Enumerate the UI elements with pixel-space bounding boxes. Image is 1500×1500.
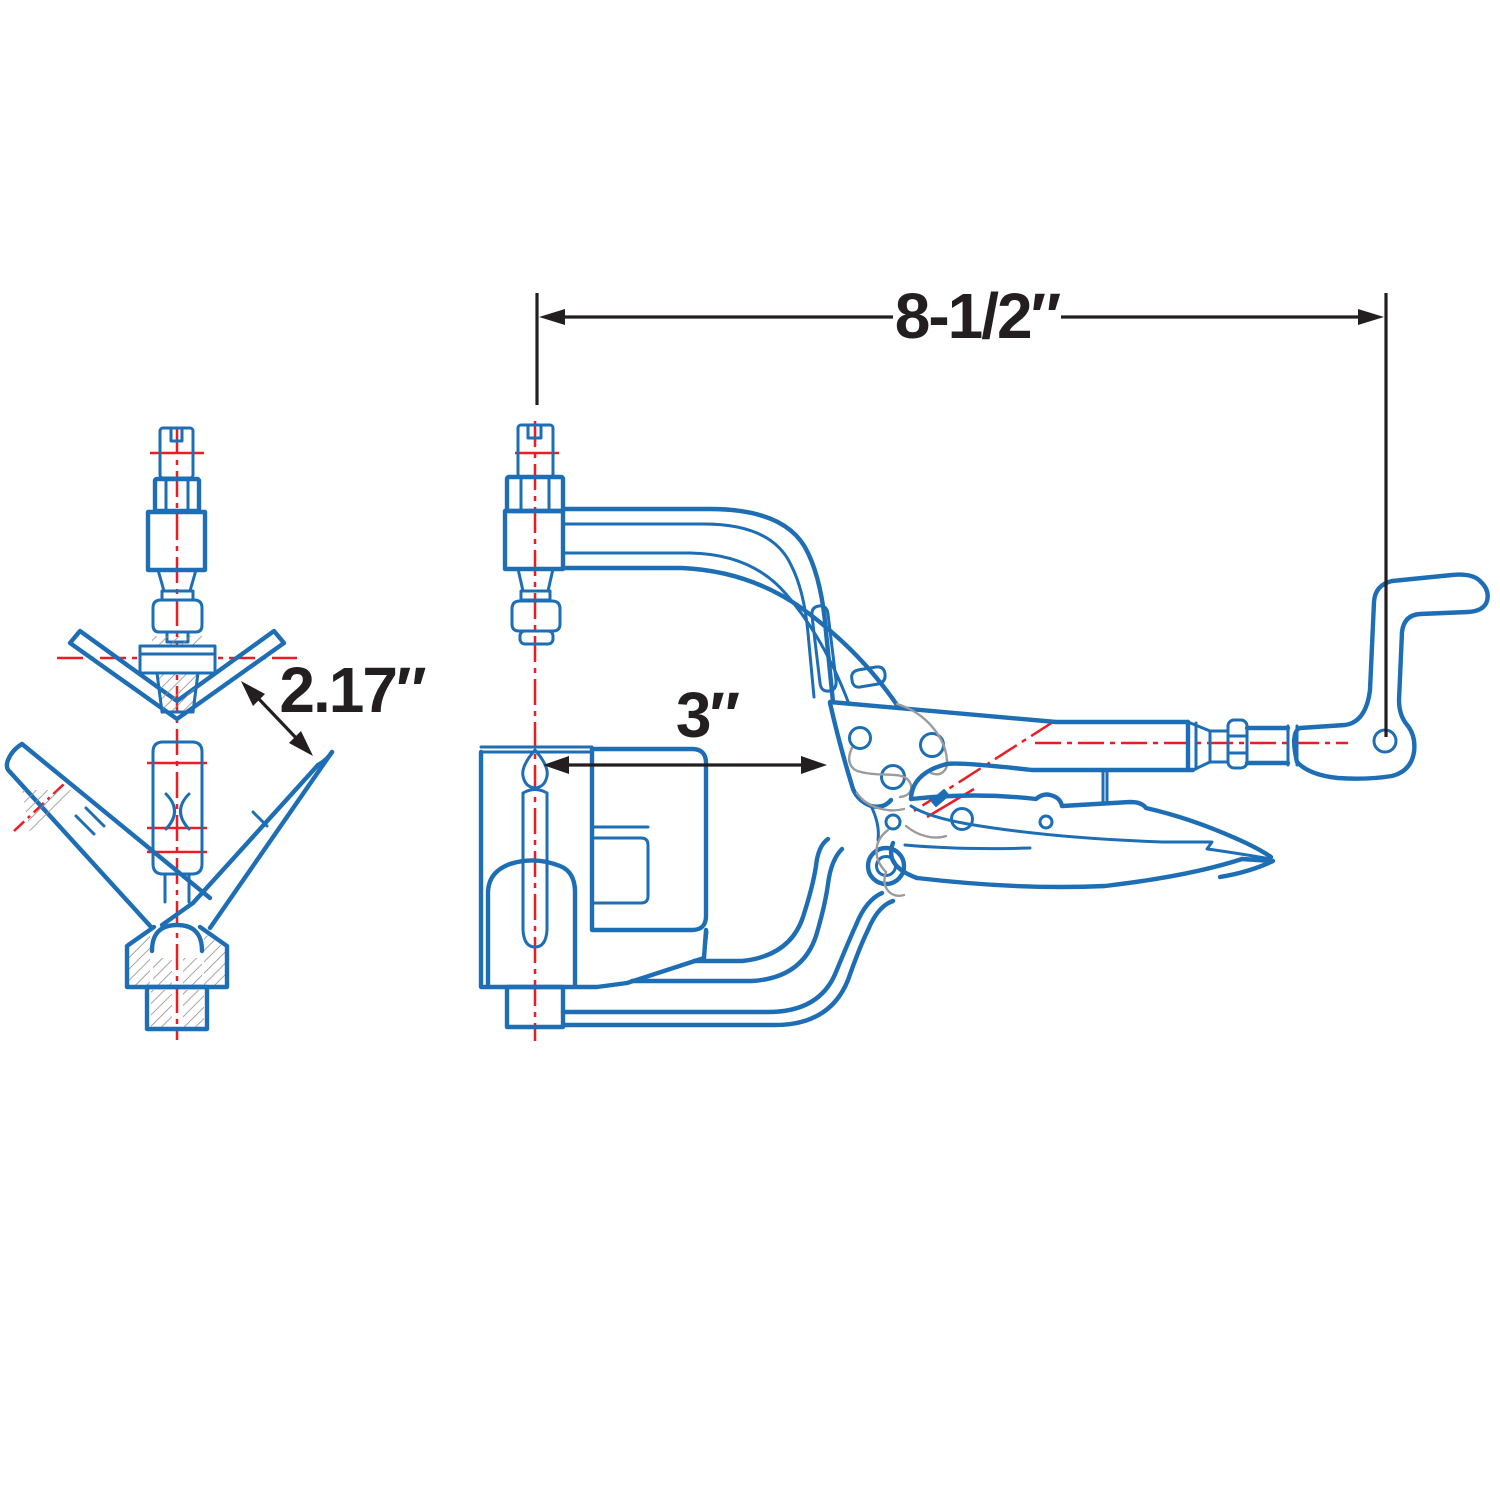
dimension-label-overall-length: 8-1/2″ <box>895 280 1061 352</box>
side-crank <box>1291 572 1490 781</box>
arrowhead-left-icon <box>539 309 565 325</box>
fixed-jaw-edge <box>827 700 894 809</box>
front-v-pad <box>67 628 287 722</box>
left-jaw-tip <box>4 741 25 775</box>
lower-pivot-boss <box>865 845 907 887</box>
dimension-line <box>255 695 301 743</box>
front-view <box>4 426 335 1040</box>
pivot-hole <box>884 813 902 831</box>
side-lower-lever <box>888 792 1276 890</box>
arrowhead-lower-icon <box>289 731 313 756</box>
side-handle <box>908 718 1299 804</box>
pivot-hole <box>848 726 872 750</box>
v-block <box>67 628 287 722</box>
base-dome <box>149 922 205 954</box>
arrowhead-right-icon <box>801 756 827 774</box>
dimension-label-throat-depth: 3″ <box>676 679 740 751</box>
handle-nut <box>1226 718 1249 770</box>
arm-slot <box>810 604 838 693</box>
dimension-throat-depth: 3″ <box>543 679 827 774</box>
lever-link <box>1101 768 1109 804</box>
side-bottom-arm <box>560 836 896 1028</box>
front-jaws <box>4 741 335 931</box>
pivot-hole <box>1038 814 1054 830</box>
dimension-overall-length: 8-1/2″ <box>535 280 1388 737</box>
side-spindle <box>502 423 566 646</box>
frame-foot <box>504 984 566 1030</box>
arrowhead-left-icon <box>543 756 569 774</box>
base-stem <box>144 984 210 1032</box>
link-hourglass <box>164 792 191 831</box>
front-centerlines <box>13 428 297 1040</box>
front-base <box>124 922 230 1032</box>
pivot-hole <box>950 807 974 831</box>
dimension-jaw-opening: 2.17″ <box>241 654 428 756</box>
keyhole-slot <box>521 788 549 949</box>
body-dome <box>485 858 578 988</box>
side-pliers-head <box>827 699 1059 887</box>
arrowhead-upper-icon <box>241 681 265 706</box>
side-view <box>478 421 1490 1041</box>
side-upper-arm <box>560 506 902 711</box>
arrowhead-right-icon <box>1358 309 1384 325</box>
screw-slot <box>526 423 543 440</box>
trigger-heel <box>888 840 920 881</box>
screw-slot <box>169 426 184 443</box>
side-phantom-lines <box>848 702 949 898</box>
side-jaw-body <box>478 745 709 1030</box>
dimension-label-jaw-opening: 2.17″ <box>279 654 426 726</box>
front-spindle <box>145 426 208 644</box>
crank-handle <box>1291 572 1490 781</box>
